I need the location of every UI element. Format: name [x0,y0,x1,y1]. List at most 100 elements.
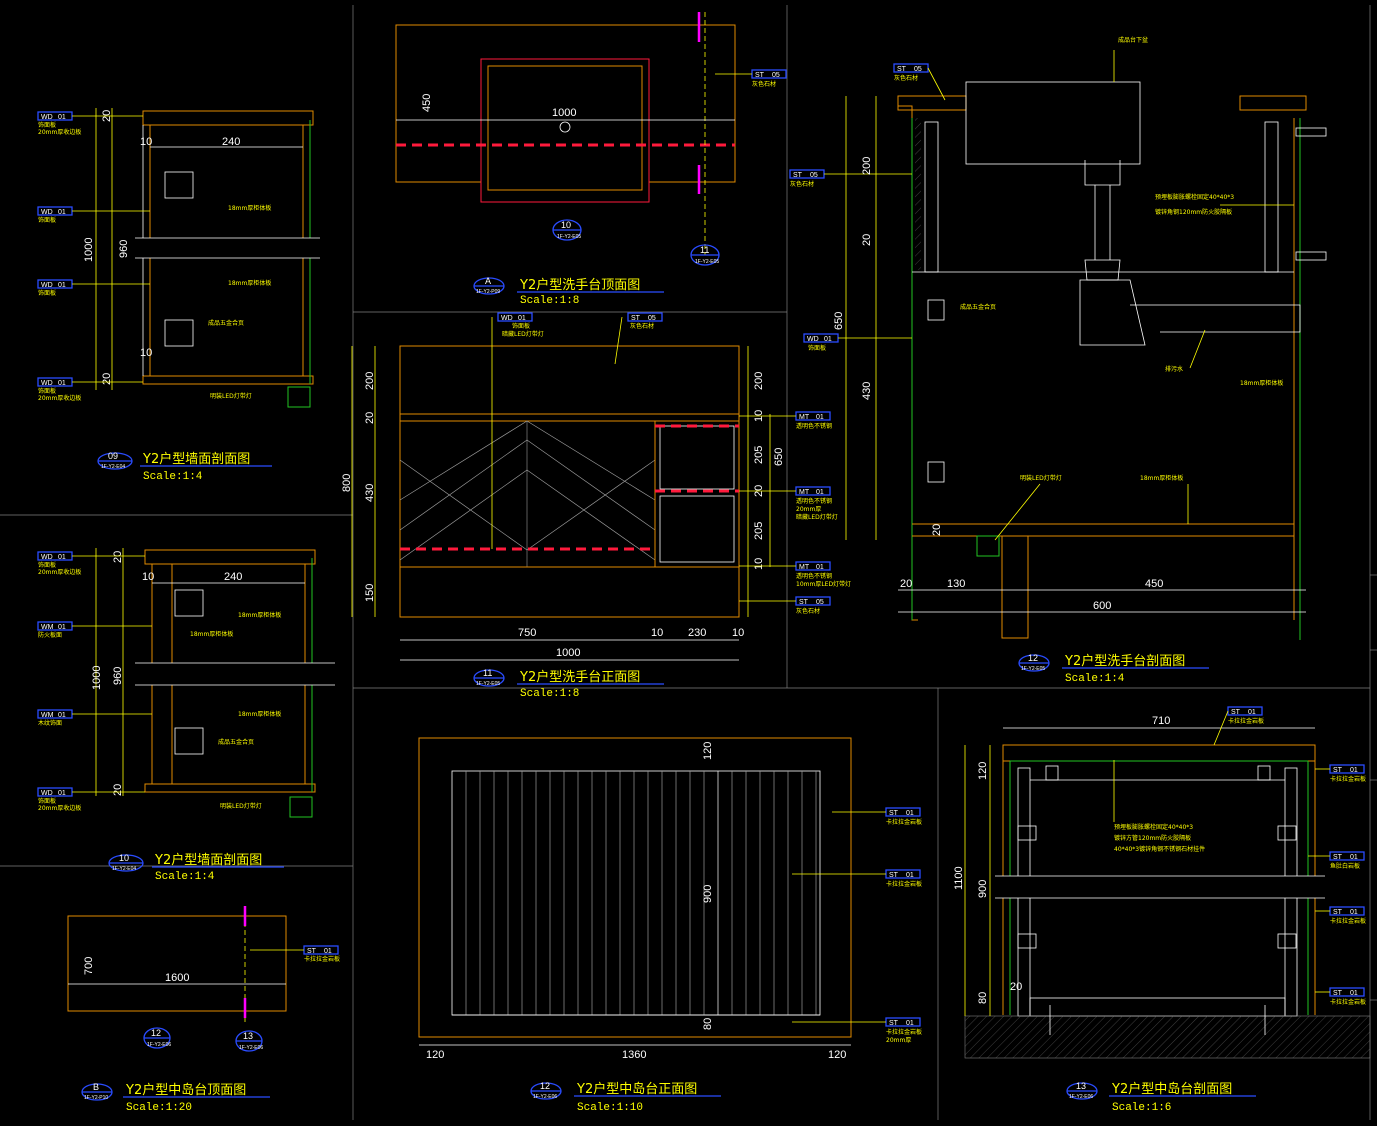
svg-text:20mm厚: 20mm厚 [796,506,821,513]
note-steel-weld-2: 镀锌方管120mm防火胶隔板 [1114,834,1191,842]
svg-text:B: B [93,1082,99,1092]
dim-80-sec: 80 [977,992,989,1004]
svg-text:灰色石材: 灰色石材 [894,74,918,82]
svg-text:饰面板: 饰面板 [38,216,56,224]
dim-960-b: 960 [112,667,124,685]
svg-text:01: 01 [906,872,914,879]
svg-text:ST: ST [897,66,907,73]
svg-text:Scale:1:4: Scale:1:4 [155,871,215,883]
dim-10-r2: 10 [753,558,765,570]
svg-text:ST: ST [1333,990,1343,997]
svg-text:05: 05 [914,66,922,73]
svg-text:WM: WM [41,712,54,719]
svg-text:饰面板: 饰面板 [38,561,56,569]
svg-text:13: 13 [243,1031,253,1041]
svg-text:Y2户型墙面剖面图: Y2户型墙面剖面图 [154,852,262,868]
svg-text:20mm厚收边板: 20mm厚收边板 [38,128,81,136]
svg-text:13: 13 [1076,1081,1086,1091]
title-13: 13 1F-Y2-E06 Y2户型中岛台剖面图 Scale:1:6 [1066,1081,1256,1114]
tag-wd01-d: WD 01 饰面板 20mm厚收边板 [37,377,143,402]
tag-mt01-a: MT 01 透明色不锈钢 [739,411,832,430]
svg-text:卡拉拉金岩板: 卡拉拉金岩板 [1330,917,1366,925]
panel-10-wall-section: 20 20 1000 960 10 240 WD 01 饰面板 20mm厚收边板… [37,548,335,883]
dim-600: 600 [1093,600,1111,612]
svg-text:Scale:1:8: Scale:1:8 [520,688,579,700]
panel-13-island-section: 710 120 900 80 1100 20 ST 01 卡拉拉金岩板 预埋板膨… [953,706,1371,1114]
svg-text:05: 05 [772,72,780,79]
svg-text:01: 01 [58,624,66,631]
tag-st01-island-top: ST 01 卡拉拉金岩板 [250,945,340,963]
dim-650-sec: 650 [833,312,845,330]
bubble-10: 10 1F-Y2-E05 [552,219,582,241]
svg-text:卡拉拉金岩板: 卡拉拉金岩板 [304,955,340,963]
note-led-3: 明装LED灯带灯 [1020,474,1062,482]
tag-wd01-front: WD 01 饰面板 暗藏LED灯带灯 [491,312,544,549]
svg-text:饰面板: 饰面板 [38,797,56,805]
svg-text:卡拉拉金岩板: 卡拉拉金岩板 [1330,775,1366,783]
svg-text:20mm厚收边板: 20mm厚收边板 [38,568,81,576]
dim-10-b: 10 [140,347,152,359]
note-18-board-2: 18mm厚柜体板 [228,279,271,287]
svg-text:MT: MT [799,489,810,496]
svg-text:MT: MT [799,564,810,571]
svg-text:Scale:1:10: Scale:1:10 [577,1102,643,1114]
svg-text:ST: ST [755,72,765,79]
svg-text:卡拉拉金岩板: 卡拉拉金岩板 [886,818,922,826]
svg-text:Y2户型中岛台顶面图: Y2户型中岛台顶面图 [125,1082,246,1098]
svg-text:1F-Y2-E04: 1F-Y2-E04 [112,866,136,872]
note-hinge-2: 成品五金合页 [218,738,254,746]
svg-text:WD: WD [41,209,53,216]
note-18-board-5: 18mm厚柜体板 [238,710,281,718]
bubble-12: 12 1F-Y2-E06 [143,1027,171,1049]
svg-text:WD: WD [41,790,53,797]
svg-text:01: 01 [1350,990,1358,997]
svg-text:01: 01 [1350,909,1358,916]
tag-st01-sec-d: ST 01 卡拉拉金岩板 [1315,906,1366,925]
dim-710: 710 [1152,715,1170,727]
svg-text:A: A [485,276,491,286]
svg-text:饰面板: 饰面板 [38,289,56,297]
svg-text:ST: ST [793,172,803,179]
svg-text:Y2户型洗手台剖面图: Y2户型洗手台剖面图 [1064,653,1185,669]
dim-20-b: 20 [112,784,124,796]
note-trap: 排污水 [1165,365,1183,373]
title-10: 10 1F-Y2-E04 Y2户型墙面剖面图 Scale:1:4 [108,852,284,883]
svg-text:灰色石材: 灰色石材 [752,80,776,88]
title-12-island: 12 1F-Y2-E06 Y2户型中岛台正面图 Scale:1:10 [530,1081,721,1114]
svg-text:1F-Y2-E06: 1F-Y2-E06 [147,1042,171,1048]
note-18-board: 18mm厚柜体板 [228,204,271,212]
note-18-board-3: 18mm厚柜体板 [238,611,281,619]
svg-text:05: 05 [810,172,818,179]
svg-text:01: 01 [58,282,66,289]
dim-20-sec-c: 20 [900,578,912,590]
svg-text:1F-Y2-P10: 1F-Y2-P10 [84,1095,108,1101]
dim-1100: 1100 [953,866,965,890]
dim-10-g: 10 [732,627,744,639]
dim-1000-f: 1000 [556,647,580,659]
svg-text:05: 05 [816,599,824,606]
svg-text:ST: ST [1231,709,1241,716]
svg-text:01: 01 [58,380,66,387]
panel-a-basin-top: 1000 450 ST 05 灰色石材 10 1F-Y2-E05 11 1F-Y… [395,12,787,307]
svg-text:透明色不锈钢: 透明色不锈钢 [796,572,832,580]
title-11: 11 1F-Y2-E05 Y2户型洗手台正面图 Scale:1:8 [473,668,664,700]
tag-st01-sec-a: ST 01 卡拉拉金岩板 [1213,706,1264,746]
svg-text:Scale:1:4: Scale:1:4 [1065,673,1125,685]
panel-11-basin-front: 200 20 430 150 800 200 10 205 20 205 10 … [341,312,851,700]
dim-1000-b: 1000 [91,666,103,690]
svg-text:05: 05 [648,315,656,322]
panel-09-wall-section: 20 20 1000 960 10 10 240 WD 01 饰面板 20mm厚… [37,108,320,483]
svg-text:1F-Y2-P09: 1F-Y2-P09 [476,289,500,295]
note-steel-weld-3: 40*40*3镀锌角钢不锈钢石材挂件 [1114,845,1205,853]
svg-text:木纹饰面: 木纹饰面 [38,719,62,727]
svg-text:MT: MT [799,414,810,421]
dim-80: 80 [702,1018,714,1030]
svg-text:透明色不锈钢: 透明色不锈钢 [796,422,832,430]
svg-text:1F-Y2-E06: 1F-Y2-E06 [1069,1094,1093,1100]
tag-mt01-c: MT 01 透明色不锈钢 10mm厚LED灯带灯 [739,561,851,588]
tag-wd01-c: WD 01 饰面板 [37,279,150,297]
dim-650: 650 [773,448,785,466]
tag-st05-front-b: ST 05 灰色石材 [739,596,831,615]
svg-text:01: 01 [58,114,66,121]
svg-text:01: 01 [324,948,332,955]
